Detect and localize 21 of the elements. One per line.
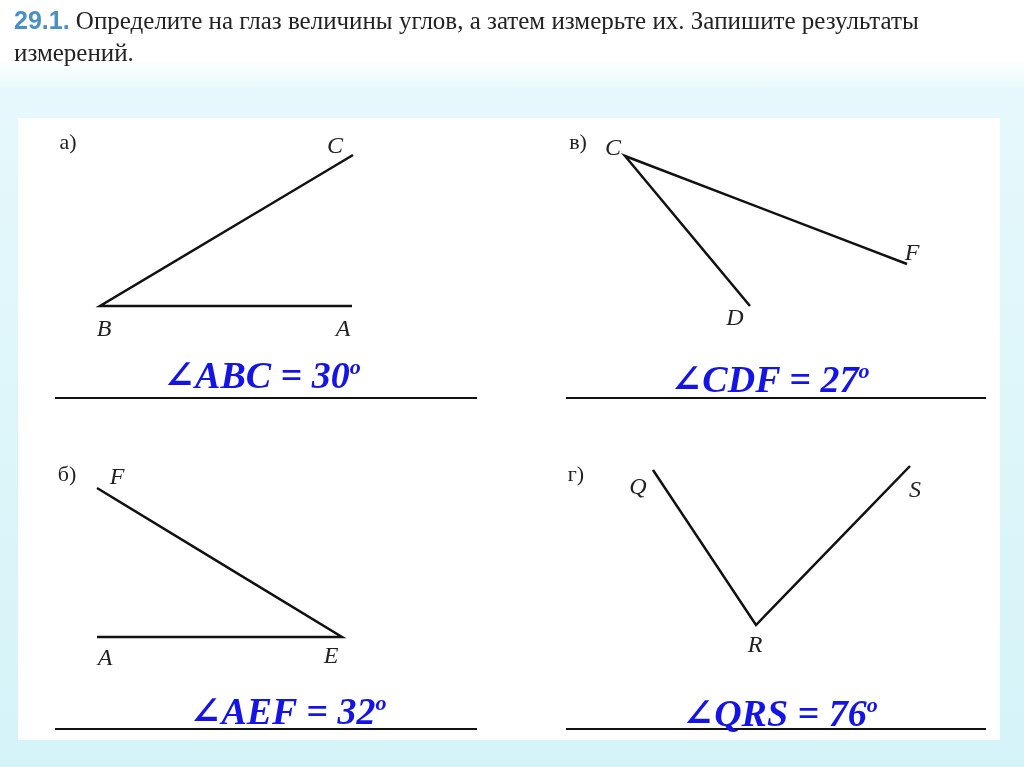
panel-label: г) [567,461,585,487]
task-text: 29.1. Определите на глаз величины углов, а затем измерьте их. Запишите результаты измерений. [14,5,920,68]
point-label: B [96,314,112,342]
point-label: A [335,314,351,342]
point-label: A [97,643,113,671]
point-label: C [605,133,621,161]
point-label: F [904,238,920,266]
point-label: E [323,641,339,669]
point-label: Q [629,472,647,500]
answer-text: ∠CDF = 27$^{o}$ [670,356,870,401]
panel-label: а) [59,129,77,155]
point-label: C [327,131,343,159]
answer-text: ∠AEF = 32$^{o}$ [189,688,387,733]
point-label: S [909,475,921,503]
point-label: F [109,462,125,490]
panel-label: в) [569,129,587,155]
point-label: R [747,630,763,658]
panel-label: б) [57,461,77,487]
point-label: D [726,303,744,331]
answer-text: ∠QRS = 76$^{o}$ [682,690,878,735]
answer-text: ∠ABC = 30$^{o}$ [163,352,361,397]
